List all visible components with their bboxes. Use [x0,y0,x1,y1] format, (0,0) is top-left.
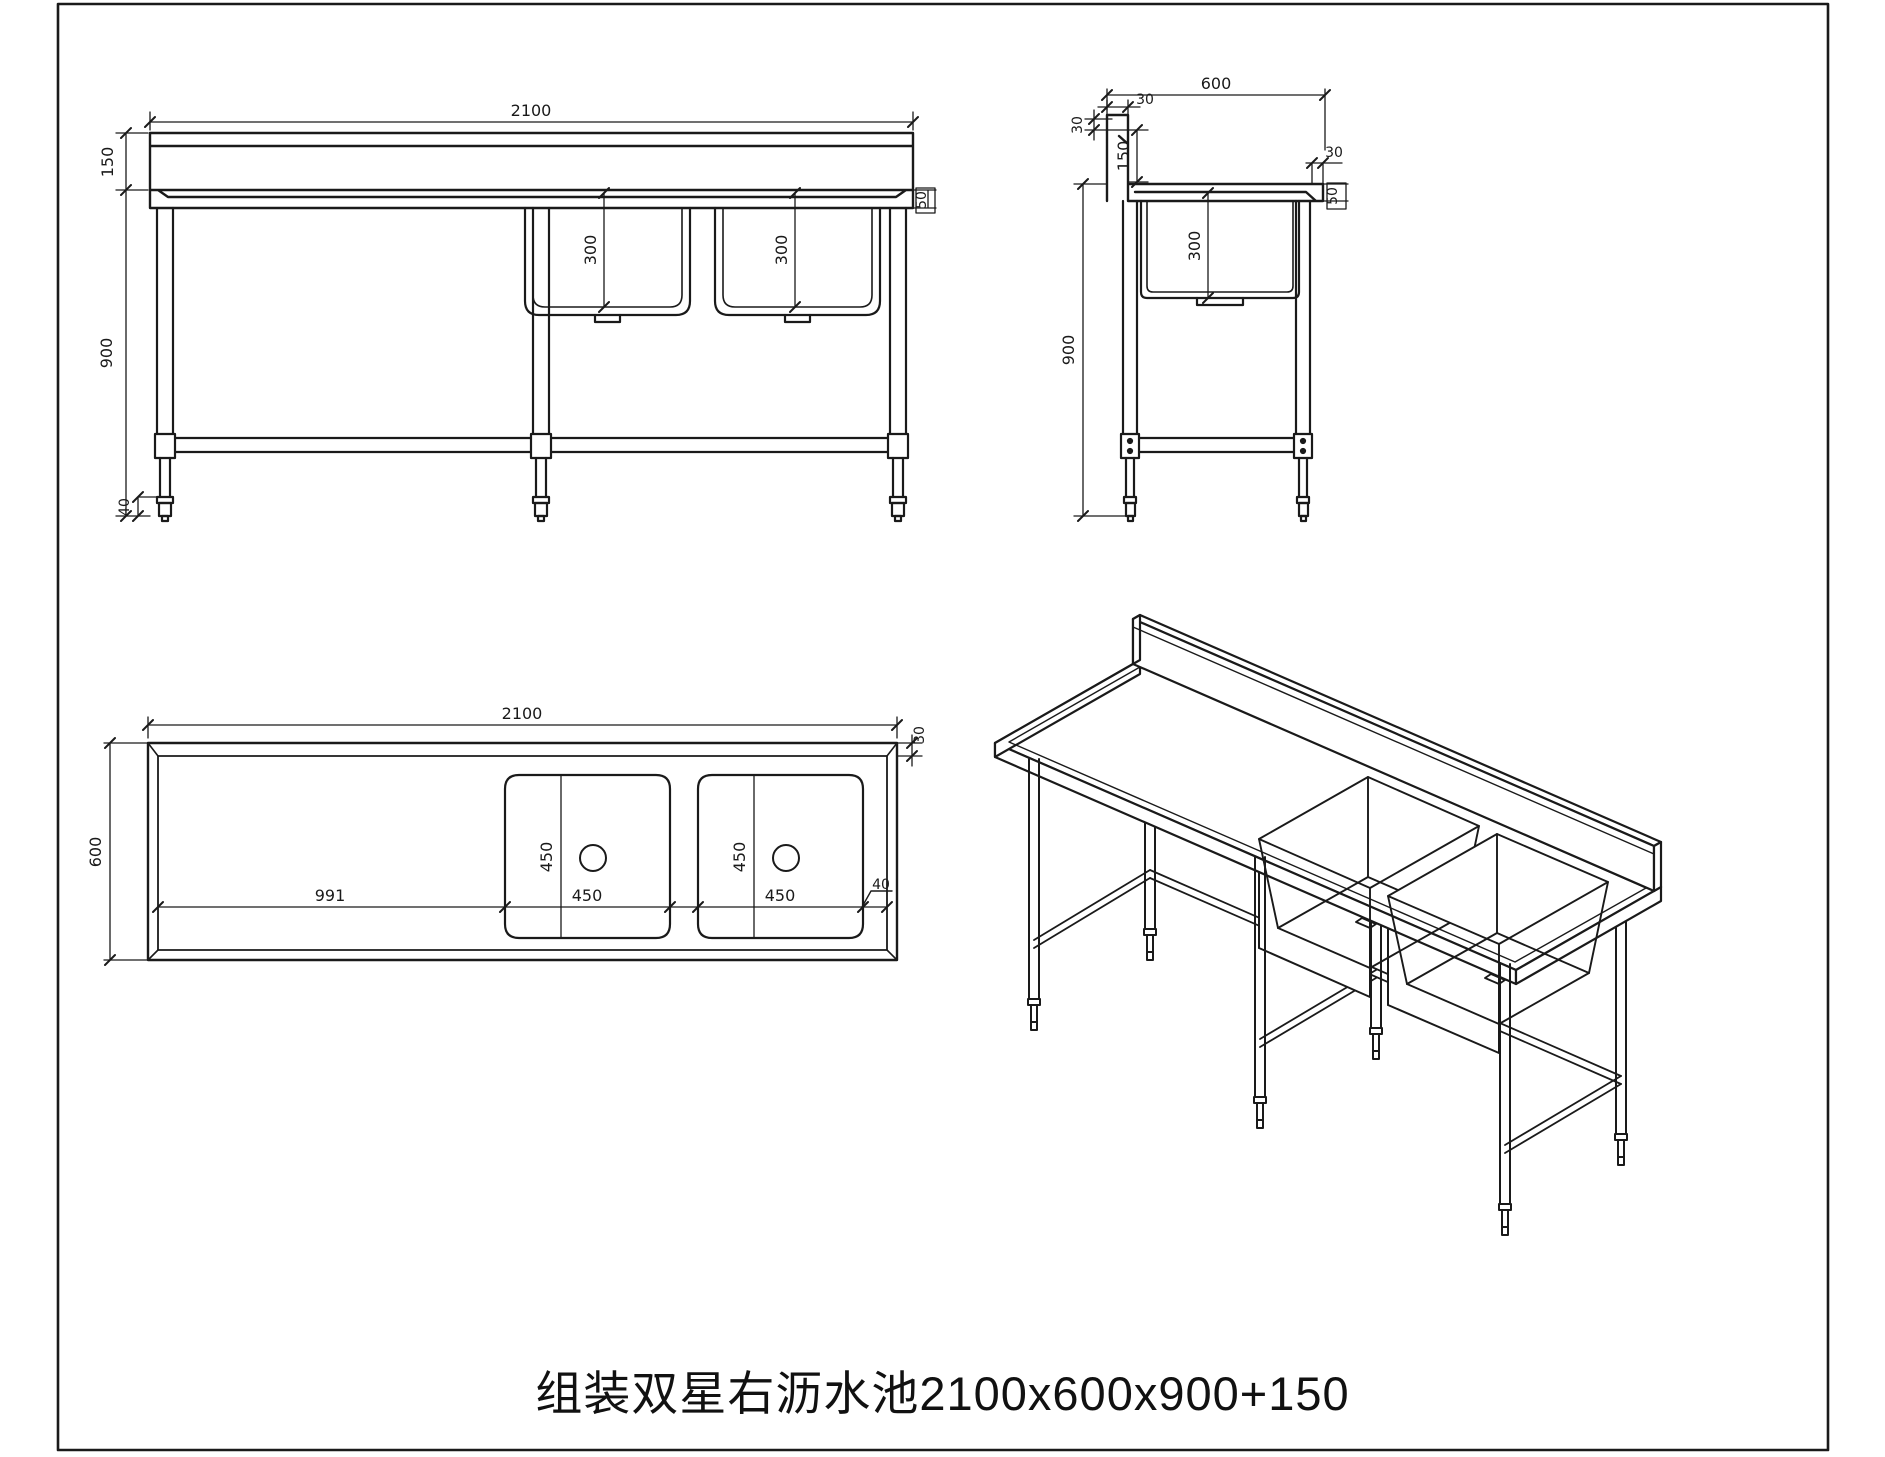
drawing-title: 组装双星右沥水池2100x600x900+150 [535,1367,1350,1420]
side-dim-labels: 600 30 30 150 30 50 300 900 [1059,74,1343,365]
dim-plan-splash: 30 [912,726,928,744]
dim-side-fold-width: 30 [1136,92,1154,108]
front-legs [153,206,910,523]
dim-front-bowl1-depth: 300 [581,235,600,266]
plan-view: 2100 30 600 991 450 450 450 450 40 [86,704,928,966]
isometric-view [993,613,1663,1236]
side-legs [1119,199,1314,523]
page-border [56,2,1830,1452]
front-bowls [523,206,882,324]
dim-side-lip: 30 [1325,145,1343,161]
dim-plan-drainboard: 991 [315,886,346,905]
iso-bowl2 [1387,833,1609,1025]
dim-plan-bowl1-depth: 450 [537,842,556,873]
side-bowl-section [1139,199,1301,307]
side-elevation-view: 600 30 30 150 30 50 300 900 [1059,74,1349,523]
iso-backsplash [1131,613,1663,893]
dim-side-splash-height: 150 [1114,141,1133,172]
iso-front-legs [1027,758,1512,1236]
dim-plan-bowl2-depth: 450 [730,842,749,873]
dim-plan-bowl2-width: 450 [765,886,796,905]
front-dim-labels: 2100 150 900 40 300 300 50 [97,101,930,516]
dim-plan-bowl1-width: 450 [572,886,603,905]
plan-outline [146,741,899,962]
dim-side-edge: 50 [1325,187,1341,205]
dim-side-depth: 600 [1201,74,1232,93]
front-dimensions [115,111,937,522]
front-elevation-view: 2100 150 900 40 300 300 50 [97,101,937,523]
dim-front-width: 2100 [511,101,552,120]
dim-side-bowl-depth: 300 [1185,231,1204,262]
side-dimensions [1073,88,1349,522]
dim-front-height: 900 [97,338,116,369]
dim-side-height: 900 [1059,335,1078,366]
dim-front-splash-height: 150 [98,147,117,178]
dim-plan-width: 2100 [502,704,543,723]
dim-front-edge: 50 [914,191,930,209]
front-outline [148,131,915,210]
dim-side-fold-height: 30 [1070,116,1086,134]
dim-plan-right-gap: 40 [872,877,890,893]
plan-dim-labels: 2100 30 600 991 450 450 450 450 40 [86,704,928,905]
plan-bowls [503,773,865,940]
dim-front-bowl2-depth: 300 [772,235,791,266]
dim-front-foot: 40 [117,498,133,516]
dim-plan-depth: 600 [86,837,105,868]
plan-dimensions [103,716,923,966]
side-outline [1105,113,1325,203]
